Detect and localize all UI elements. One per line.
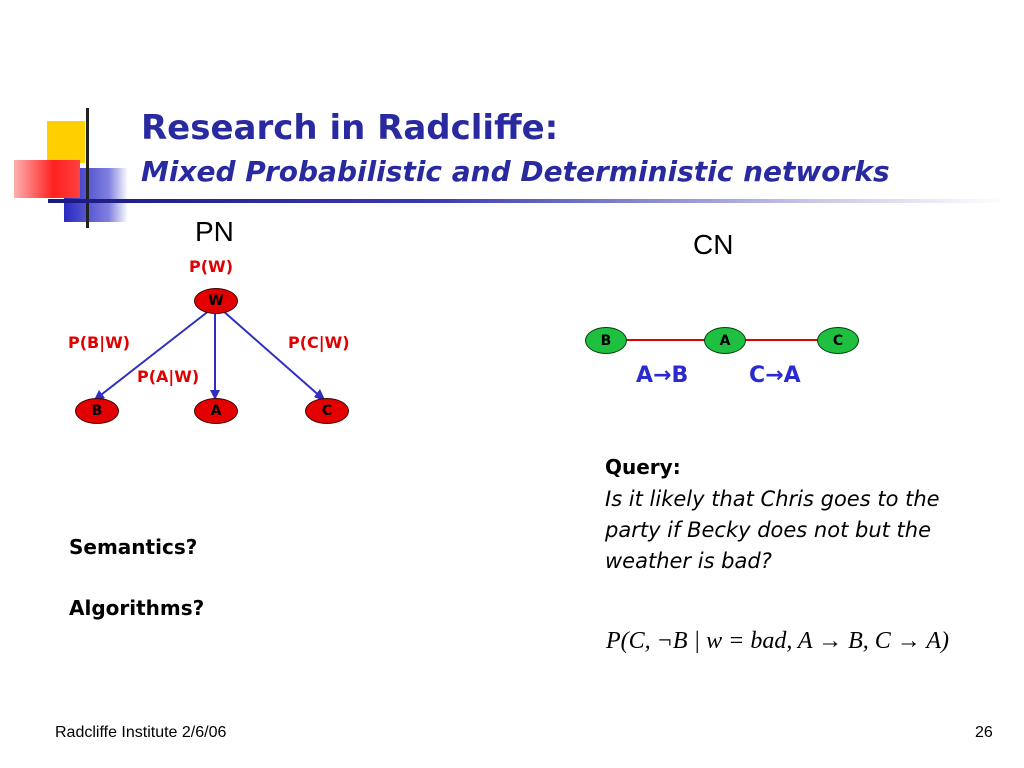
footer-left: Radcliffe Institute 2/6/06	[55, 724, 227, 741]
query-text: Is it likely that Chris goes to the part…	[605, 487, 940, 573]
pw-label: P(W)	[189, 257, 233, 276]
edge-w-c	[221, 309, 323, 399]
slide-number: 26	[975, 724, 993, 741]
pn-node-w: W	[194, 288, 238, 314]
pbw-label: P(B|W)	[68, 333, 131, 352]
pn-node-b: B	[75, 398, 119, 424]
pcw-label: P(C|W)	[288, 333, 350, 352]
pn-heading: PN	[195, 216, 234, 247]
query-formula: P(C, ¬B | w = bad, A → B, C → A)	[606, 628, 949, 654]
title-decoration-yellow	[47, 121, 85, 163]
title-decoration-vline	[86, 108, 89, 228]
cn-node-b: B	[585, 327, 627, 354]
semantics-question: Semantics?	[69, 535, 198, 559]
edge-w-b	[96, 309, 211, 399]
pn-node-a: A	[194, 398, 238, 424]
query-label: Query:	[605, 455, 681, 479]
arrowhead-a	[210, 390, 220, 400]
pn-edges	[93, 309, 326, 402]
cn-rule-c-a: C→A	[749, 363, 801, 388]
slide-title: Research in Radcliffe:	[141, 108, 559, 148]
cn-rule-a-b: A→B	[636, 363, 689, 388]
pn-node-c: C	[305, 398, 349, 424]
cn-node-c: C	[817, 327, 859, 354]
paw-label: P(A|W)	[137, 367, 200, 386]
algorithms-question: Algorithms?	[69, 596, 205, 620]
cn-heading: CN	[693, 229, 734, 260]
title-underline	[48, 199, 1008, 203]
title-decoration-red	[14, 160, 80, 198]
cn-node-a: A	[704, 327, 746, 354]
slide-subtitle: Mixed Probabilistic and Deterministic ne…	[141, 155, 890, 188]
